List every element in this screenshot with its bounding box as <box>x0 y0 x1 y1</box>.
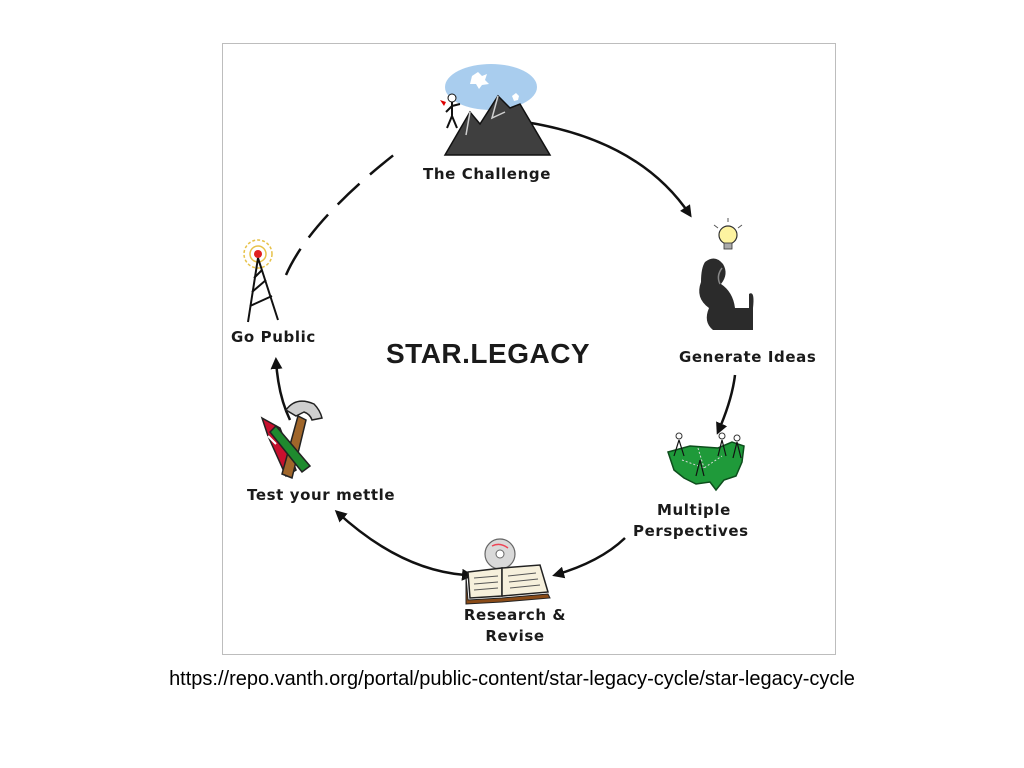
usa-map-icon <box>667 432 745 492</box>
thinker-lightbulb-icon <box>699 218 754 330</box>
stage-label-line: Multiple <box>657 501 731 519</box>
mountain-climber-icon <box>440 64 552 156</box>
stage-label-test-your-mettle: Test your mettle <box>247 486 396 504</box>
stage-label-multiple-perspectives: Multiple Perspectives <box>633 500 749 542</box>
arrow-test-to-public <box>270 357 292 421</box>
source-url: https://repo.vanth.org/portal/public-con… <box>169 668 855 690</box>
open-book-cd-icon <box>465 538 551 605</box>
stage-label-go-public: Go Public <box>231 328 316 346</box>
arrow-ideas-to-perspectives <box>716 374 737 435</box>
stage-label-research-revise: Research & Revise <box>455 605 575 647</box>
arrow-perspectives-to-research <box>552 537 626 579</box>
diagram-title: STAR.LEGACY <box>386 338 591 369</box>
arrow-public-to-challenge <box>284 149 401 276</box>
stage-label-line: Perspectives <box>633 522 749 540</box>
stage-label-generate-ideas: Generate Ideas <box>679 348 817 366</box>
stage-label-line: Revise <box>485 627 545 645</box>
stage-label-line: Research & <box>463 606 567 624</box>
arrow-research-to-test <box>334 509 474 581</box>
stage-label-challenge: The Challenge <box>423 165 551 183</box>
arrow-challenge-to-ideas <box>524 120 692 218</box>
hammer-tools-icon <box>260 400 323 480</box>
radio-tower-icon <box>243 239 279 323</box>
cycle-arrows <box>270 120 737 581</box>
